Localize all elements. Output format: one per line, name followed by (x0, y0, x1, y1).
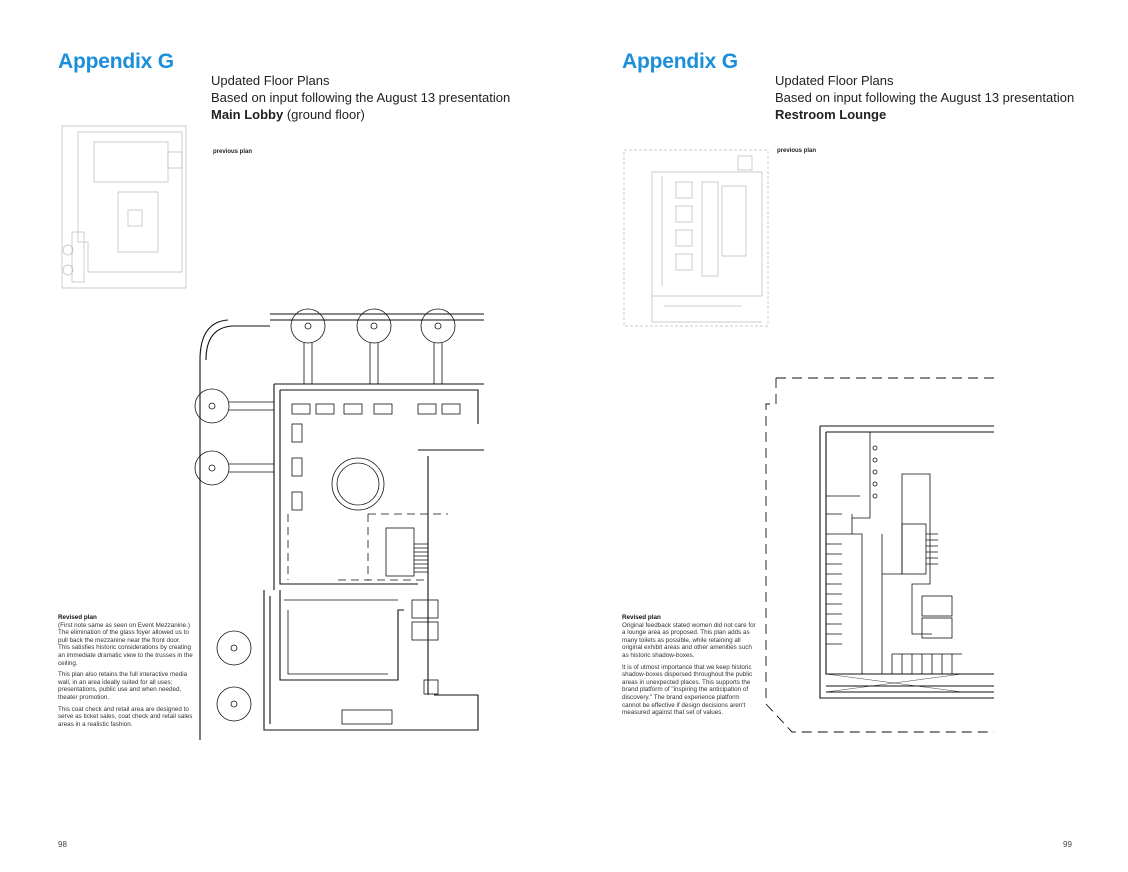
left-page-number: 98 (58, 840, 67, 849)
left-page-title: Appendix G (58, 50, 174, 73)
right-plan-name-bold: Restroom Lounge (775, 107, 887, 122)
left-note-paragraph: This coat check and retail area are desi… (58, 705, 193, 728)
left-previous-plan-thumbnail (61, 125, 187, 289)
left-plan-name-bold: Main Lobby (211, 107, 284, 122)
left-note-heading: Revised plan (58, 614, 97, 621)
right-page-title: Appendix G (622, 50, 738, 73)
right-note-heading: Revised plan (622, 614, 661, 621)
left-plan-name: Main Lobby (ground floor) (211, 106, 365, 123)
left-note-paragraph: (First note same as seen on Event Mezzan… (58, 621, 193, 667)
left-note-paragraph: This plan also retains the full interact… (58, 671, 188, 701)
right-note-paragraph: Original feedback stated women did not c… (622, 621, 756, 659)
right-page-number: 99 (1063, 840, 1072, 849)
right-revised-note: Revised plan Original feedback stated wo… (622, 614, 757, 721)
left-subtitle-1: Updated Floor Plans (211, 73, 330, 88)
right-plan-name: Restroom Lounge (775, 106, 886, 123)
right-subtitle-2: Based on input following the August 13 p… (775, 90, 1075, 105)
right-previous-plan-thumbnail (623, 149, 769, 327)
left-subtitle-2: Based on input following the August 13 p… (211, 90, 511, 105)
right-previous-label: previous plan (777, 148, 817, 154)
right-revised-floor-plan (765, 377, 994, 733)
left-previous-label: previous plan (213, 149, 253, 155)
left-plan-qualifier: (ground floor) (283, 107, 365, 122)
left-revised-floor-plan (194, 308, 484, 740)
right-subtitle-1: Updated Floor Plans (775, 73, 894, 88)
left-revised-note: Revised plan (First note same as seen on… (58, 614, 193, 732)
right-note-paragraph: It is of utmost importance that we keep … (622, 663, 753, 717)
